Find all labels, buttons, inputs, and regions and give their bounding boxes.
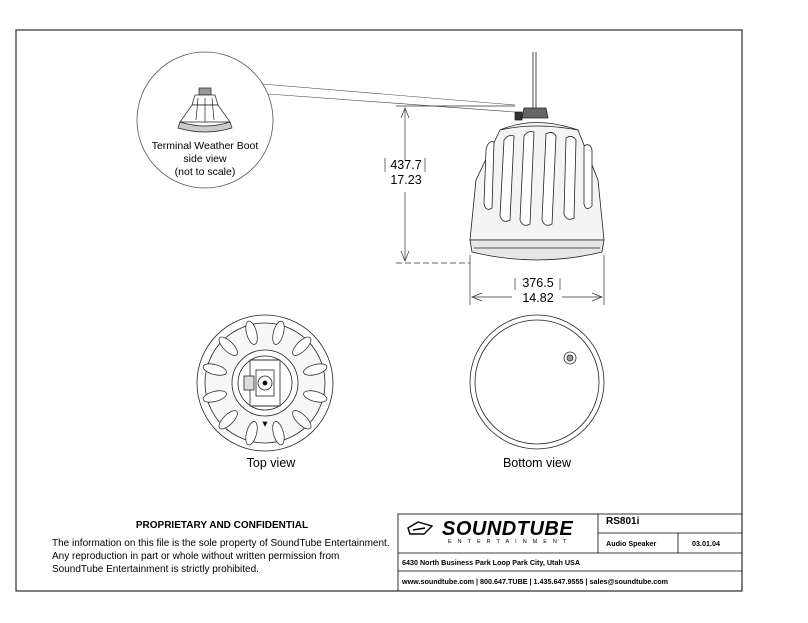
- height-in: 17.23: [390, 173, 422, 187]
- height-dimension: [384, 105, 515, 264]
- company-contact: www.soundtube.com | 800.647.TUBE | 1.435…: [402, 577, 669, 586]
- width-in: 14.82: [522, 291, 554, 305]
- brand-logo-subtext: ENTERTAINMENT: [448, 539, 573, 545]
- width-dimension-label: 376.5 14.82: [516, 276, 560, 306]
- top-view-speaker: [196, 314, 334, 452]
- width-dimension: [469, 255, 605, 305]
- height-dimension-label: 437.7 17.23: [387, 158, 425, 188]
- callout-line-3: (not to scale): [174, 166, 236, 178]
- soundtube-logo-icon: [407, 521, 434, 535]
- bottom-view-speaker: [469, 314, 605, 450]
- brand-logo-text: SOUNDTUBE: [442, 518, 574, 540]
- weather-boot-icon: [177, 87, 233, 133]
- sheet-border: [15, 29, 743, 592]
- height-mm: 437.7: [390, 158, 422, 172]
- model-number: RS801i: [606, 516, 640, 527]
- notice-title: PROPRIETARY AND CONFIDENTIAL: [135, 520, 309, 531]
- callout-leader-upper: [261, 83, 516, 106]
- notice-body: The information on this file is the sole…: [52, 538, 390, 575]
- callout-line-2: side view: [183, 153, 227, 165]
- company-address: 6430 North Business Park Loop Park City,…: [402, 558, 581, 567]
- proprietary-notice: PROPRIETARY AND CONFIDENTIAL The informa…: [52, 519, 392, 576]
- callout-label: Terminal Weather Boot side view (not to …: [140, 140, 270, 179]
- width-mm: 376.5: [522, 276, 554, 290]
- side-view-speaker: [469, 52, 605, 261]
- bottom-view-caption: Bottom view: [502, 456, 572, 470]
- drawing-date: 03.01.04: [692, 539, 720, 548]
- callout-line-1: Terminal Weather Boot: [151, 140, 259, 152]
- callout-leader-lower: [267, 93, 516, 113]
- product-type: Audio Speaker: [606, 539, 657, 548]
- title-block: [397, 513, 743, 592]
- top-view-caption: Top view: [246, 456, 296, 470]
- callout-circle: [136, 51, 274, 189]
